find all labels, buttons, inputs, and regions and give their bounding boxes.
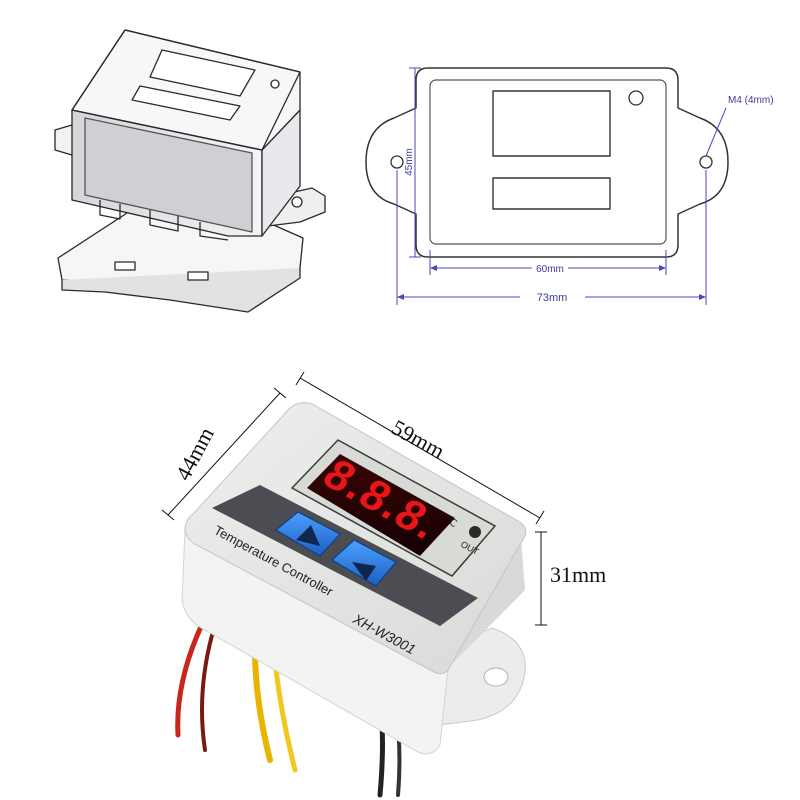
- dimension-drawing: [365, 67, 729, 305]
- left-mount-tab: [54, 124, 73, 156]
- dim-height-label: 45mm: [404, 148, 415, 176]
- dimension-labels: 45mm 60mm 73mm M4 (4mm): [404, 95, 774, 304]
- down-button[interactable]: [330, 539, 397, 587]
- dim-overall-width-label: 73mm: [537, 292, 568, 304]
- dim-inner-width-label: 60mm: [536, 264, 564, 275]
- controller-photo: 8.8.8. ℃ OUT Temperature Controller XH-W…: [175, 402, 527, 798]
- wire-red: [175, 615, 208, 738]
- right-mount-hole: [291, 196, 303, 208]
- out-led: [469, 526, 481, 538]
- wire-yellow-1: [252, 647, 273, 763]
- button-rect: [492, 177, 611, 210]
- photo-case-front: [181, 529, 449, 755]
- dimension-lines: [396, 67, 727, 305]
- led-hole: [628, 90, 644, 106]
- photo-depth-label: 44mm: [170, 423, 218, 484]
- mount-hole-left: [390, 155, 404, 169]
- unit-label: ℃: [444, 515, 459, 530]
- led-display: [307, 454, 455, 556]
- display-window: [149, 49, 256, 97]
- display-rect: [492, 90, 611, 157]
- inner-panel: [429, 79, 667, 245]
- photo-height-label: 31mm: [550, 562, 606, 587]
- up-button[interactable]: [274, 511, 341, 557]
- base-plate-edge: [61, 268, 301, 313]
- dim-hole-label: M4 (4mm): [728, 95, 774, 106]
- button-window: [131, 85, 241, 121]
- isometric-drawing: [54, 29, 326, 313]
- outline-body: [365, 67, 729, 258]
- down-arrow-icon: [352, 562, 376, 581]
- up-arrow-icon: [296, 525, 320, 546]
- photo-dimension-lines: [161, 371, 547, 626]
- dimension-arrows: [397, 265, 706, 300]
- indicator-hole: [270, 79, 280, 89]
- wire-dark: [200, 626, 216, 752]
- photo-mount-hole: [483, 667, 509, 687]
